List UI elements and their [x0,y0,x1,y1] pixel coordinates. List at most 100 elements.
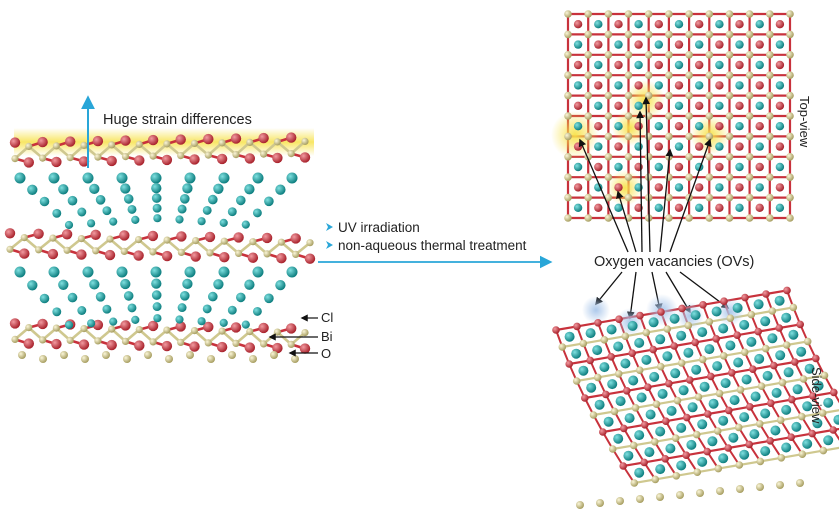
chlorine-atom [708,398,719,409]
ov-pointer-arrow [636,110,644,253]
chlorine-atom [177,204,187,214]
chlorine-atom [711,306,722,317]
chlorine-atom [82,266,94,278]
bismuth-atom [812,354,820,363]
bismuth-atom [23,157,34,168]
oxygen-atom [786,112,794,120]
chlorine-atom [151,290,162,300]
chlorine-atom [634,101,643,111]
oxygen-atom [149,338,157,346]
chlorine-atom [109,217,118,226]
oxygen-atom [705,51,714,59]
chlorine-atom [695,81,704,90]
oxygen-atom [604,30,613,39]
process-conditions: UV irradiation non-aqueous thermal treat… [326,220,527,253]
oxygen-atom [584,214,592,222]
bismuth-atom [120,320,131,331]
chlorine-atom [755,101,764,111]
chlorine-atom [286,266,298,278]
chlorine-atom [219,318,228,327]
oxygen-atom [186,351,194,359]
chlorine-atom [735,162,744,172]
oxygen-atom [190,327,199,335]
bismuth-atom [216,153,228,165]
bismuth-atom [657,308,665,316]
oxygen-atom [665,30,673,39]
oxygen-atom [608,445,617,453]
chlorine-atom [655,464,666,475]
oxygen-atom [757,382,766,391]
bismuth-atom [594,122,603,131]
bismuth-atom [76,249,87,260]
oxygen-atom [624,71,633,79]
oxygen-atom [725,112,734,120]
oxygen-atom [564,193,572,202]
bismuth-atom [573,60,583,70]
oxygen-atom [796,479,804,487]
oxygen-atom [705,30,714,39]
chlorine-atom [623,450,634,461]
oxygen-atom [665,51,673,59]
oxygen-atom [624,91,633,100]
oxygen-atom [766,193,774,202]
chlorine-atom [151,278,162,289]
bismuth-atom [594,319,602,327]
oxygen-atom [584,112,592,120]
side-view-label: Side-view [809,367,824,424]
oxygen-atom [165,355,173,363]
bismuth-atom [762,290,770,298]
oxygen-atom [204,151,212,159]
bismuth-atom [704,410,712,418]
oxygen-atom [705,132,714,141]
oxygen-atom [149,248,157,256]
chlorine-atom [715,183,724,192]
bismuth-atom [725,406,733,415]
bismuth-atom [258,132,269,144]
oxygen-atom [725,71,734,79]
oxygen-atom [685,91,693,100]
bismuth-atom [614,101,623,111]
oxygen-atom [18,351,26,359]
oxygen-atom [786,10,794,18]
oxygen-atom [745,30,754,39]
oxygen-atom [786,91,794,100]
chlorine-atom [102,304,112,314]
bismuth-atom [219,252,230,263]
oxygen-atom [736,485,744,493]
bismuth-atom [654,183,663,192]
oxygen-atom [766,51,774,59]
bismuth-atom [594,162,603,172]
chlorine-atom [182,278,193,290]
chlorine-atom [634,430,645,441]
ov-pointer-arrow [642,96,651,253]
chlorine-atom [14,172,26,184]
bismuth-atom [654,101,663,111]
chlorine-atom [665,443,676,454]
oxygen-atom [593,373,602,382]
chlorine-atom [728,432,739,443]
oxygen-atom [799,375,808,383]
oxygen-atom [204,339,212,347]
chlorine-atom [27,280,38,291]
chlorine-atom [564,331,575,342]
oxygen-atom [745,51,754,59]
bismuth-atom [204,231,216,243]
bismuth-atom [775,183,785,192]
bismuth-atom [775,101,785,111]
bismuth-atom [628,349,636,358]
bismuth-atom [61,229,73,240]
chlorine-atom [614,162,623,172]
oxygen-atom [665,10,673,18]
oxygen-atom [11,335,19,343]
bismuth-atom [755,203,764,212]
side-view-structure [552,286,839,509]
oxygen-atom [766,132,774,141]
top-view-structure [551,10,794,222]
oxygen-atom [725,132,734,141]
oxygen-atom [745,112,754,120]
oxygen-atom [685,214,693,222]
chlorine-atom [585,328,596,339]
oxygen-atom [292,250,300,258]
oxygen-atom [228,351,236,359]
